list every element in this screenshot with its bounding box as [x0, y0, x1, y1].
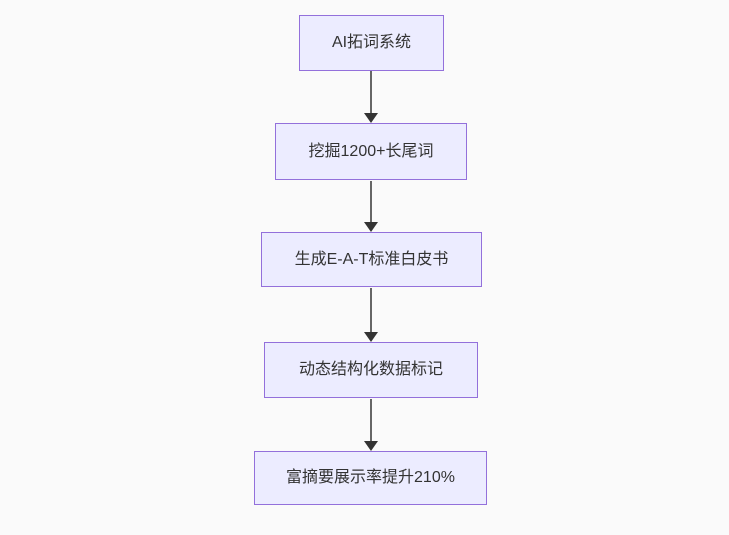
flow-node-ai-keyword-system: AI拓词系统	[299, 15, 444, 71]
edge-line	[370, 71, 372, 113]
edge-line	[370, 288, 372, 332]
flow-node-label: 动态结构化数据标记	[298, 361, 443, 379]
arrowhead-down-icon	[364, 332, 378, 342]
flow-edge-4	[364, 399, 378, 451]
flow-edge-2	[364, 181, 378, 232]
flow-node-label: AI拓词系统	[331, 34, 412, 52]
arrowhead-down-icon	[364, 222, 378, 232]
flow-node-label: 生成E-A-T标准白皮书	[294, 250, 449, 268]
flow-node-structured-data-markup: 动态结构化数据标记	[264, 342, 478, 398]
flow-node-rich-snippet-result: 富摘要展示率提升210%	[254, 451, 487, 505]
arrowhead-down-icon	[364, 113, 378, 123]
flow-edge-1	[364, 71, 378, 123]
edge-line	[370, 181, 372, 222]
flow-edge-3	[364, 288, 378, 342]
flow-node-label: 挖掘1200+长尾词	[308, 142, 434, 160]
flow-node-eat-whitepaper: 生成E-A-T标准白皮书	[261, 232, 482, 287]
edge-line	[370, 399, 372, 441]
flow-node-longtail-mining: 挖掘1200+长尾词	[275, 123, 467, 180]
flow-node-label: 富摘要展示率提升210%	[286, 469, 455, 487]
arrowhead-down-icon	[364, 441, 378, 451]
